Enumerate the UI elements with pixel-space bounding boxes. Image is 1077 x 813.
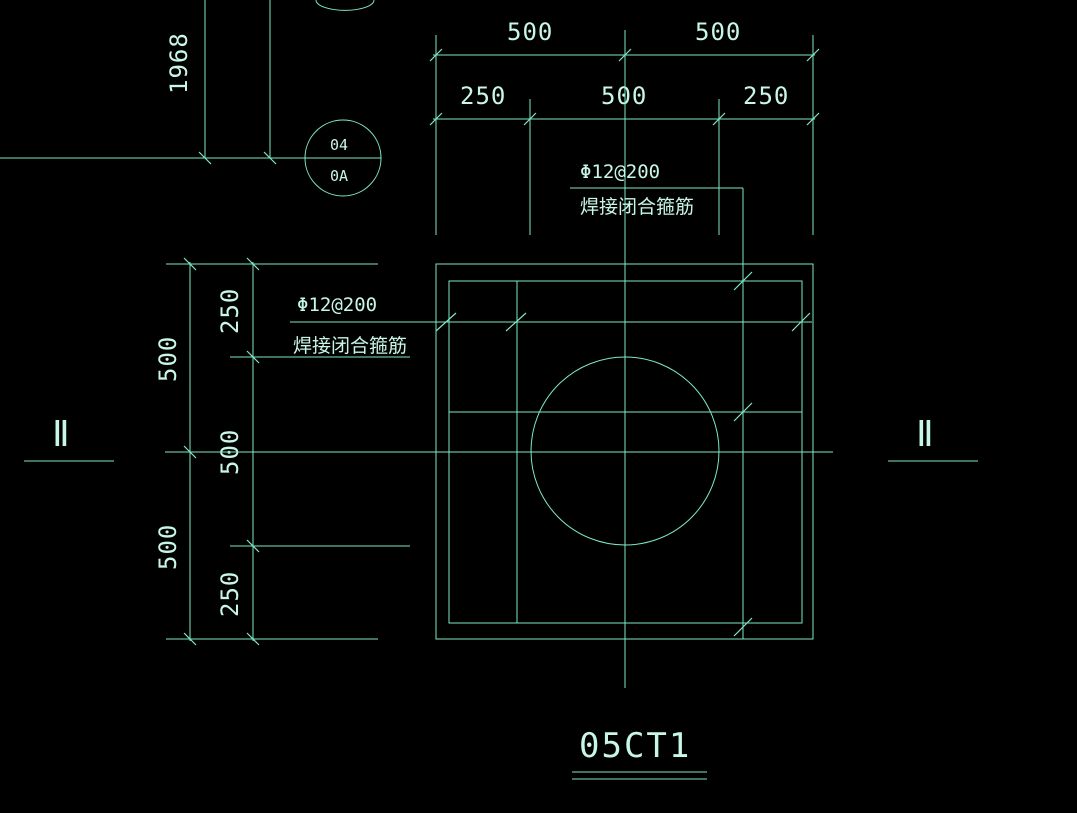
bubble-bottom-text: 0A [330, 167, 348, 185]
drawing-title: 05CT1 [579, 726, 691, 766]
left-dimensions: 500 500 250 500 250 [154, 257, 410, 646]
center-axes [165, 30, 833, 688]
pile-cap-plan [290, 188, 814, 640]
dim-left-inner-c: 250 [216, 571, 244, 617]
top-left-fragment: 1968 [0, 0, 375, 165]
dim-top-row2-b: 500 [601, 82, 647, 110]
dim-top-row2-c: 250 [743, 82, 789, 110]
section-marker-left: Ⅱ [24, 414, 114, 462]
dim-left-inner-a: 250 [216, 288, 244, 334]
rebar-note-left: Φ12@200 焊接闭合箍筋 [293, 294, 407, 357]
dim-left-outer-a: 500 [154, 336, 182, 382]
note-upper-spec: Φ12@200 [580, 161, 660, 183]
note-upper-desc: 焊接闭合箍筋 [580, 196, 694, 218]
dim-top-row1-a: 500 [507, 18, 553, 46]
note-left-spec: Φ12@200 [297, 294, 377, 316]
reference-bubble: 04 0A [304, 119, 382, 197]
bubble-top-text: 04 [330, 136, 348, 154]
dim-top-row2-a: 250 [460, 82, 506, 110]
dim-left-outer-b: 500 [154, 524, 182, 570]
dim-top-row1-b: 500 [695, 18, 741, 46]
drawing-title-block: 05CT1 [572, 726, 707, 780]
note-left-desc: 焊接闭合箍筋 [293, 335, 407, 357]
top-dimensions: 500 500 250 500 250 [429, 18, 820, 235]
section-marker-right: Ⅱ [888, 414, 978, 462]
section-mark-left: Ⅱ [52, 414, 70, 455]
pile-circle [530, 356, 720, 546]
rebar-note-upper: Φ12@200 焊接闭合箍筋 [570, 161, 743, 218]
section-mark-right: Ⅱ [916, 414, 934, 455]
dim-1968: 1968 [165, 32, 193, 94]
